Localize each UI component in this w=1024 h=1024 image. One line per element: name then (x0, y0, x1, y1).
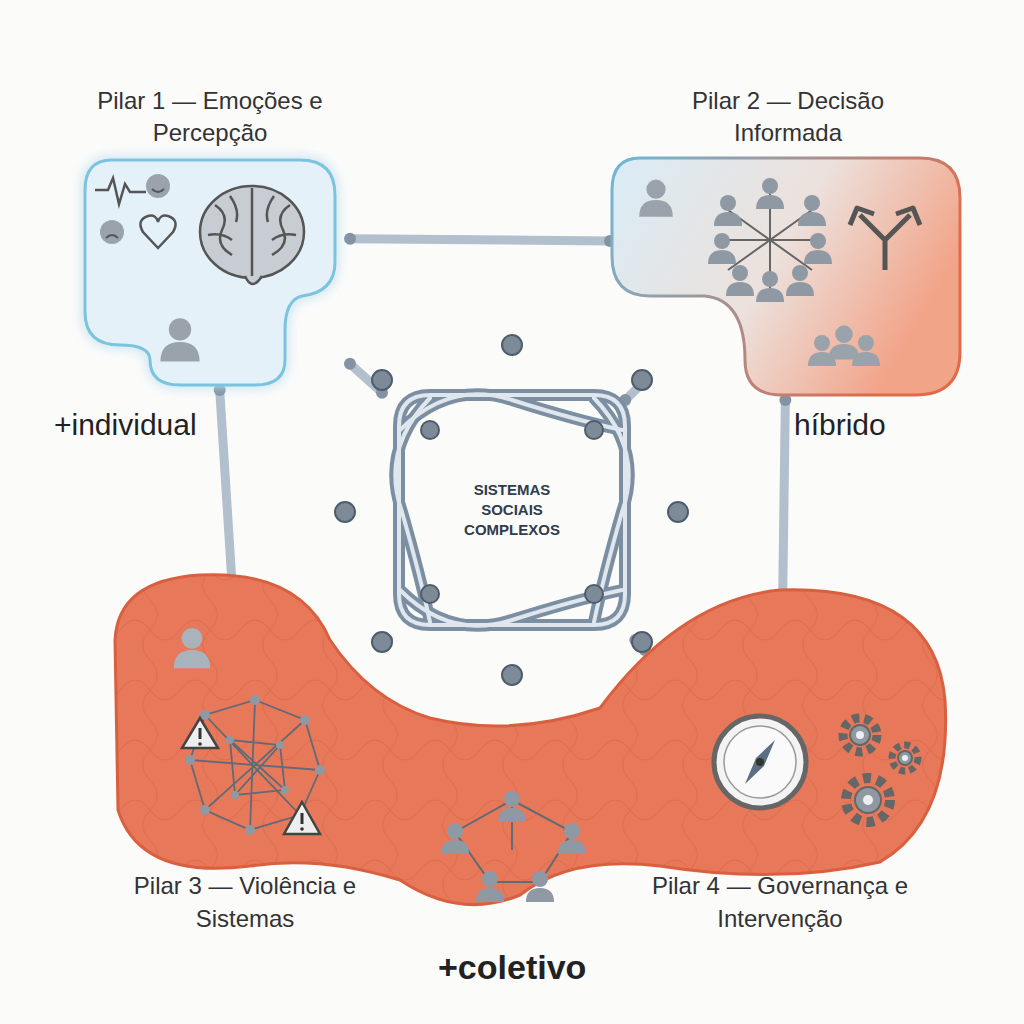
pillar-node: Pilar 2 — Decisão Informada (610, 85, 965, 400)
pillar-node: Pilar 1 — Emoções e Percepção (70, 85, 350, 390)
pillar-title: Pilar 4 — Governança e Intervenção (630, 870, 930, 935)
axis-label: +individual (50, 408, 201, 442)
center-label: SISTEMAS SOCIAIS COMPLEXOS (447, 480, 577, 541)
pillar-title: Pilar 3 — Violência e Sistemas (115, 870, 375, 935)
center-node: SISTEMAS SOCIAIS COMPLEXOS (382, 380, 642, 640)
axis-label: +coletivo (434, 948, 590, 987)
pillar-title: Pilar 1 — Emoções e Percepção (80, 85, 340, 150)
pillar-node: Pilar 3 — Violência e Sistemas (100, 640, 390, 935)
pillar-node: Pilar 4 — Governança e Intervenção (622, 650, 938, 935)
connector (344, 233, 616, 247)
axis-label: híbrido (790, 408, 890, 442)
pillar-title: Pilar 2 — Decisão Informada (658, 85, 918, 150)
